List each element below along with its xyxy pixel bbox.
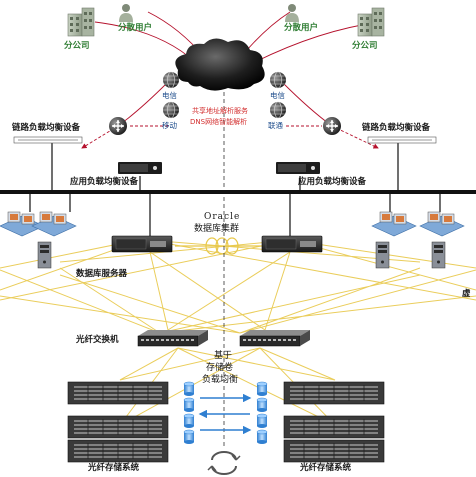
users-right-label: 分散用户 bbox=[284, 23, 319, 33]
sync-arrows-icon bbox=[207, 451, 241, 475]
user-icon-left bbox=[119, 4, 133, 22]
storage-left-label: 光纤存储系统 bbox=[88, 463, 140, 473]
storage-right-label: 光纤存储系统 bbox=[300, 463, 352, 473]
isp-unicom-label: 联通 bbox=[268, 121, 283, 130]
db-servers-label: 数据库服务器 bbox=[76, 269, 128, 279]
branch-left-label: 分公司 bbox=[64, 41, 90, 51]
disk-cylinder-icon bbox=[183, 381, 268, 445]
app-lb-device bbox=[118, 162, 320, 174]
db-cluster-label: 数据库集群 bbox=[194, 224, 240, 234]
storage-array-left bbox=[67, 381, 169, 463]
app-lb-left-label: 应用负载均衡设备 bbox=[70, 177, 139, 187]
link-lb-device-left bbox=[13, 136, 83, 144]
link-lb-right-label: 链路负载均衡设备 bbox=[362, 123, 431, 133]
storage-array-right bbox=[283, 381, 385, 463]
right-edge-label: 虚 bbox=[462, 289, 471, 299]
link-lb-left-label: 链路负载均衡设备 bbox=[12, 123, 81, 133]
isp-mobile-label: 移动 bbox=[162, 121, 177, 130]
app-lb-right-label: 应用负载均衡设备 bbox=[298, 177, 367, 187]
building-icon-right bbox=[357, 7, 385, 37]
user-icon-right bbox=[285, 4, 299, 22]
building-icon-left bbox=[67, 7, 95, 37]
branch-right-label: 分公司 bbox=[352, 41, 378, 51]
isp-telecom-left-label: 电信 bbox=[162, 91, 177, 100]
isp-telecom-right-label: 电信 bbox=[270, 91, 285, 100]
db-server-cluster-left bbox=[0, 211, 77, 269]
dns-note-line2: DNS网络智能解析 bbox=[190, 118, 248, 126]
internet-cloud-icon bbox=[175, 38, 265, 91]
storage-lb-line3: 负载均衡 bbox=[202, 375, 239, 385]
storage-sync-arrows bbox=[198, 393, 252, 435]
bus-drops bbox=[29, 142, 441, 238]
link-lb-device-right bbox=[367, 136, 437, 144]
storage-lb-line1: 基于 bbox=[214, 351, 233, 361]
oracle-rings bbox=[175, 237, 270, 255]
fiber-switch-label: 光纤交换机 bbox=[76, 335, 119, 345]
storage-lb-line2: 存储卷 bbox=[206, 363, 234, 373]
users-left-label: 分散用户 bbox=[118, 23, 153, 33]
oracle-label: Oracle bbox=[204, 212, 241, 222]
dns-note-line1: 共享地址解析服务 bbox=[192, 107, 248, 115]
